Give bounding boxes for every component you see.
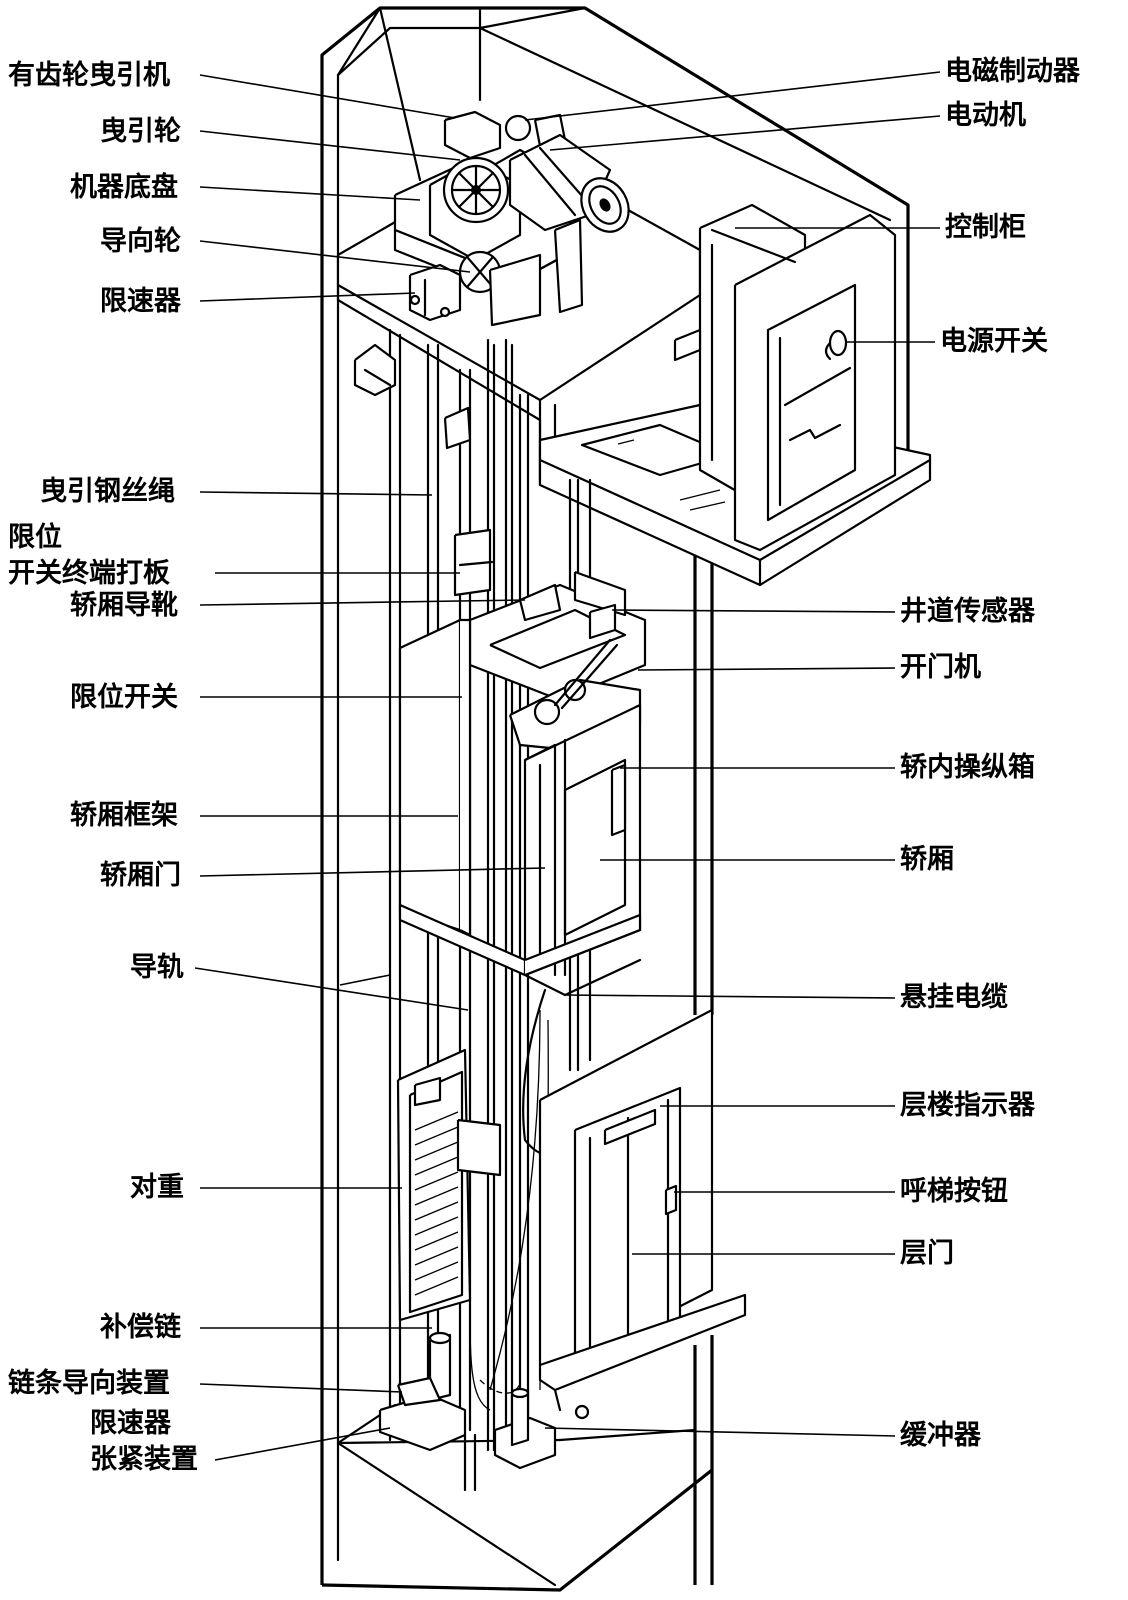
operating-panel-icon xyxy=(610,763,627,837)
buffer-icon xyxy=(493,1416,557,1470)
label-compensating-chain: 补偿链 xyxy=(100,1311,181,1343)
label-car-operating-panel: 轿内操纵箱 xyxy=(900,751,1035,783)
speed-governor-icon xyxy=(408,263,462,322)
label-traction-sheave: 曳引轮 xyxy=(100,116,181,147)
landing-door-frame xyxy=(538,1008,747,1420)
call-button-icon xyxy=(664,1184,678,1216)
label-hoistway-sensor: 井道传感器 xyxy=(900,595,1036,627)
label-call-button: 呼梯按钮 xyxy=(900,1175,1008,1207)
label-control-cabinet: 控制柜 xyxy=(945,212,1026,243)
label-limit-switch-striker: 开关终端打板 xyxy=(8,557,170,589)
floor-indicator-icon xyxy=(603,1108,657,1146)
pit-equipment xyxy=(378,1299,557,1492)
labels-left: 有齿轮曳引机 曳引轮 机器底盘 导向轮 限速器 曳引钢丝绳 限位 开关终端打板 … xyxy=(8,60,546,1475)
control-cabinet xyxy=(673,203,897,552)
label-speed-governor: 限速器 xyxy=(100,286,182,317)
label-car-frame: 轿厢框架 xyxy=(70,800,178,831)
label-car-door: 轿厢门 xyxy=(100,860,181,891)
elevator-car xyxy=(398,570,647,997)
power-switch-icon xyxy=(828,329,848,357)
label-traction-rope: 曳引钢丝绳 xyxy=(40,476,175,507)
label-chain-guide-device: 链条导向装置 xyxy=(8,1367,170,1399)
counterweight xyxy=(396,1048,502,1322)
label-machine-base: 机器底盘 xyxy=(70,171,178,203)
label-power-switch: 电源开关 xyxy=(940,326,1048,357)
label-car-guide-shoe: 轿厢导靴 xyxy=(70,590,178,621)
label-geared-traction-machine: 有齿轮曳引机 xyxy=(8,60,170,91)
label-deflector-sheave: 导向轮 xyxy=(100,225,181,257)
label-limit-a: 限位 xyxy=(8,521,62,553)
label-door-operator: 开门机 xyxy=(900,652,981,683)
brake-icon xyxy=(443,110,502,160)
traction-machine xyxy=(393,110,630,327)
label-counterweight: 对重 xyxy=(130,1172,184,1203)
label-elevator-car: 轿厢 xyxy=(900,844,954,875)
label-buffer: 缓冲器 xyxy=(900,1420,982,1451)
label-traveling-cable: 悬挂电缆 xyxy=(900,982,1008,1013)
label-floor-indicator: 层楼指示器 xyxy=(900,1090,1036,1121)
label-electromagnetic-brake: 电磁制动器 xyxy=(945,56,1081,87)
label-landing-door: 层门 xyxy=(900,1238,954,1269)
label-electric-motor: 电动机 xyxy=(945,100,1026,131)
labels-right: 电磁制动器 电动机 控制柜 电源开关 井道传感器 开门机 轿内操纵箱 轿厢 悬挂… xyxy=(524,56,1081,1451)
label-guide-rail: 导轨 xyxy=(130,951,184,983)
label-governor-tension-device: 张紧装置 xyxy=(90,1444,198,1475)
label-governor-a: 限速器 xyxy=(90,1408,172,1439)
label-limit-switch: 限位开关 xyxy=(70,681,178,713)
